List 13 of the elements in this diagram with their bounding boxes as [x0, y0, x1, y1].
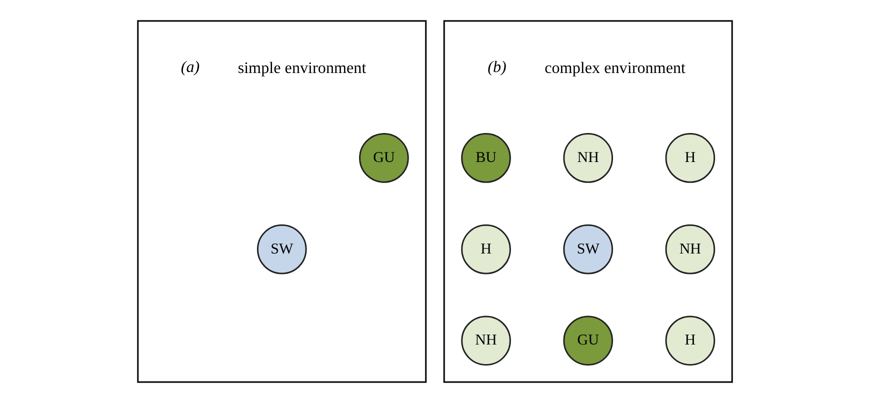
node-circle: SW: [256, 224, 306, 274]
node-circle: GU: [358, 133, 408, 183]
node-circle: GU: [562, 316, 613, 366]
node-circle: NH: [562, 133, 613, 183]
node-circle: H: [664, 133, 715, 183]
node-circle: H: [664, 316, 715, 366]
node-label: (b): [487, 59, 506, 76]
node-circle: NH: [664, 224, 715, 274]
node-circle: H: [460, 224, 510, 274]
node-circle: NH: [460, 316, 510, 366]
node-label: (a): [180, 59, 200, 76]
node-circle: BU: [460, 133, 510, 183]
node-circle: SW: [562, 224, 613, 274]
